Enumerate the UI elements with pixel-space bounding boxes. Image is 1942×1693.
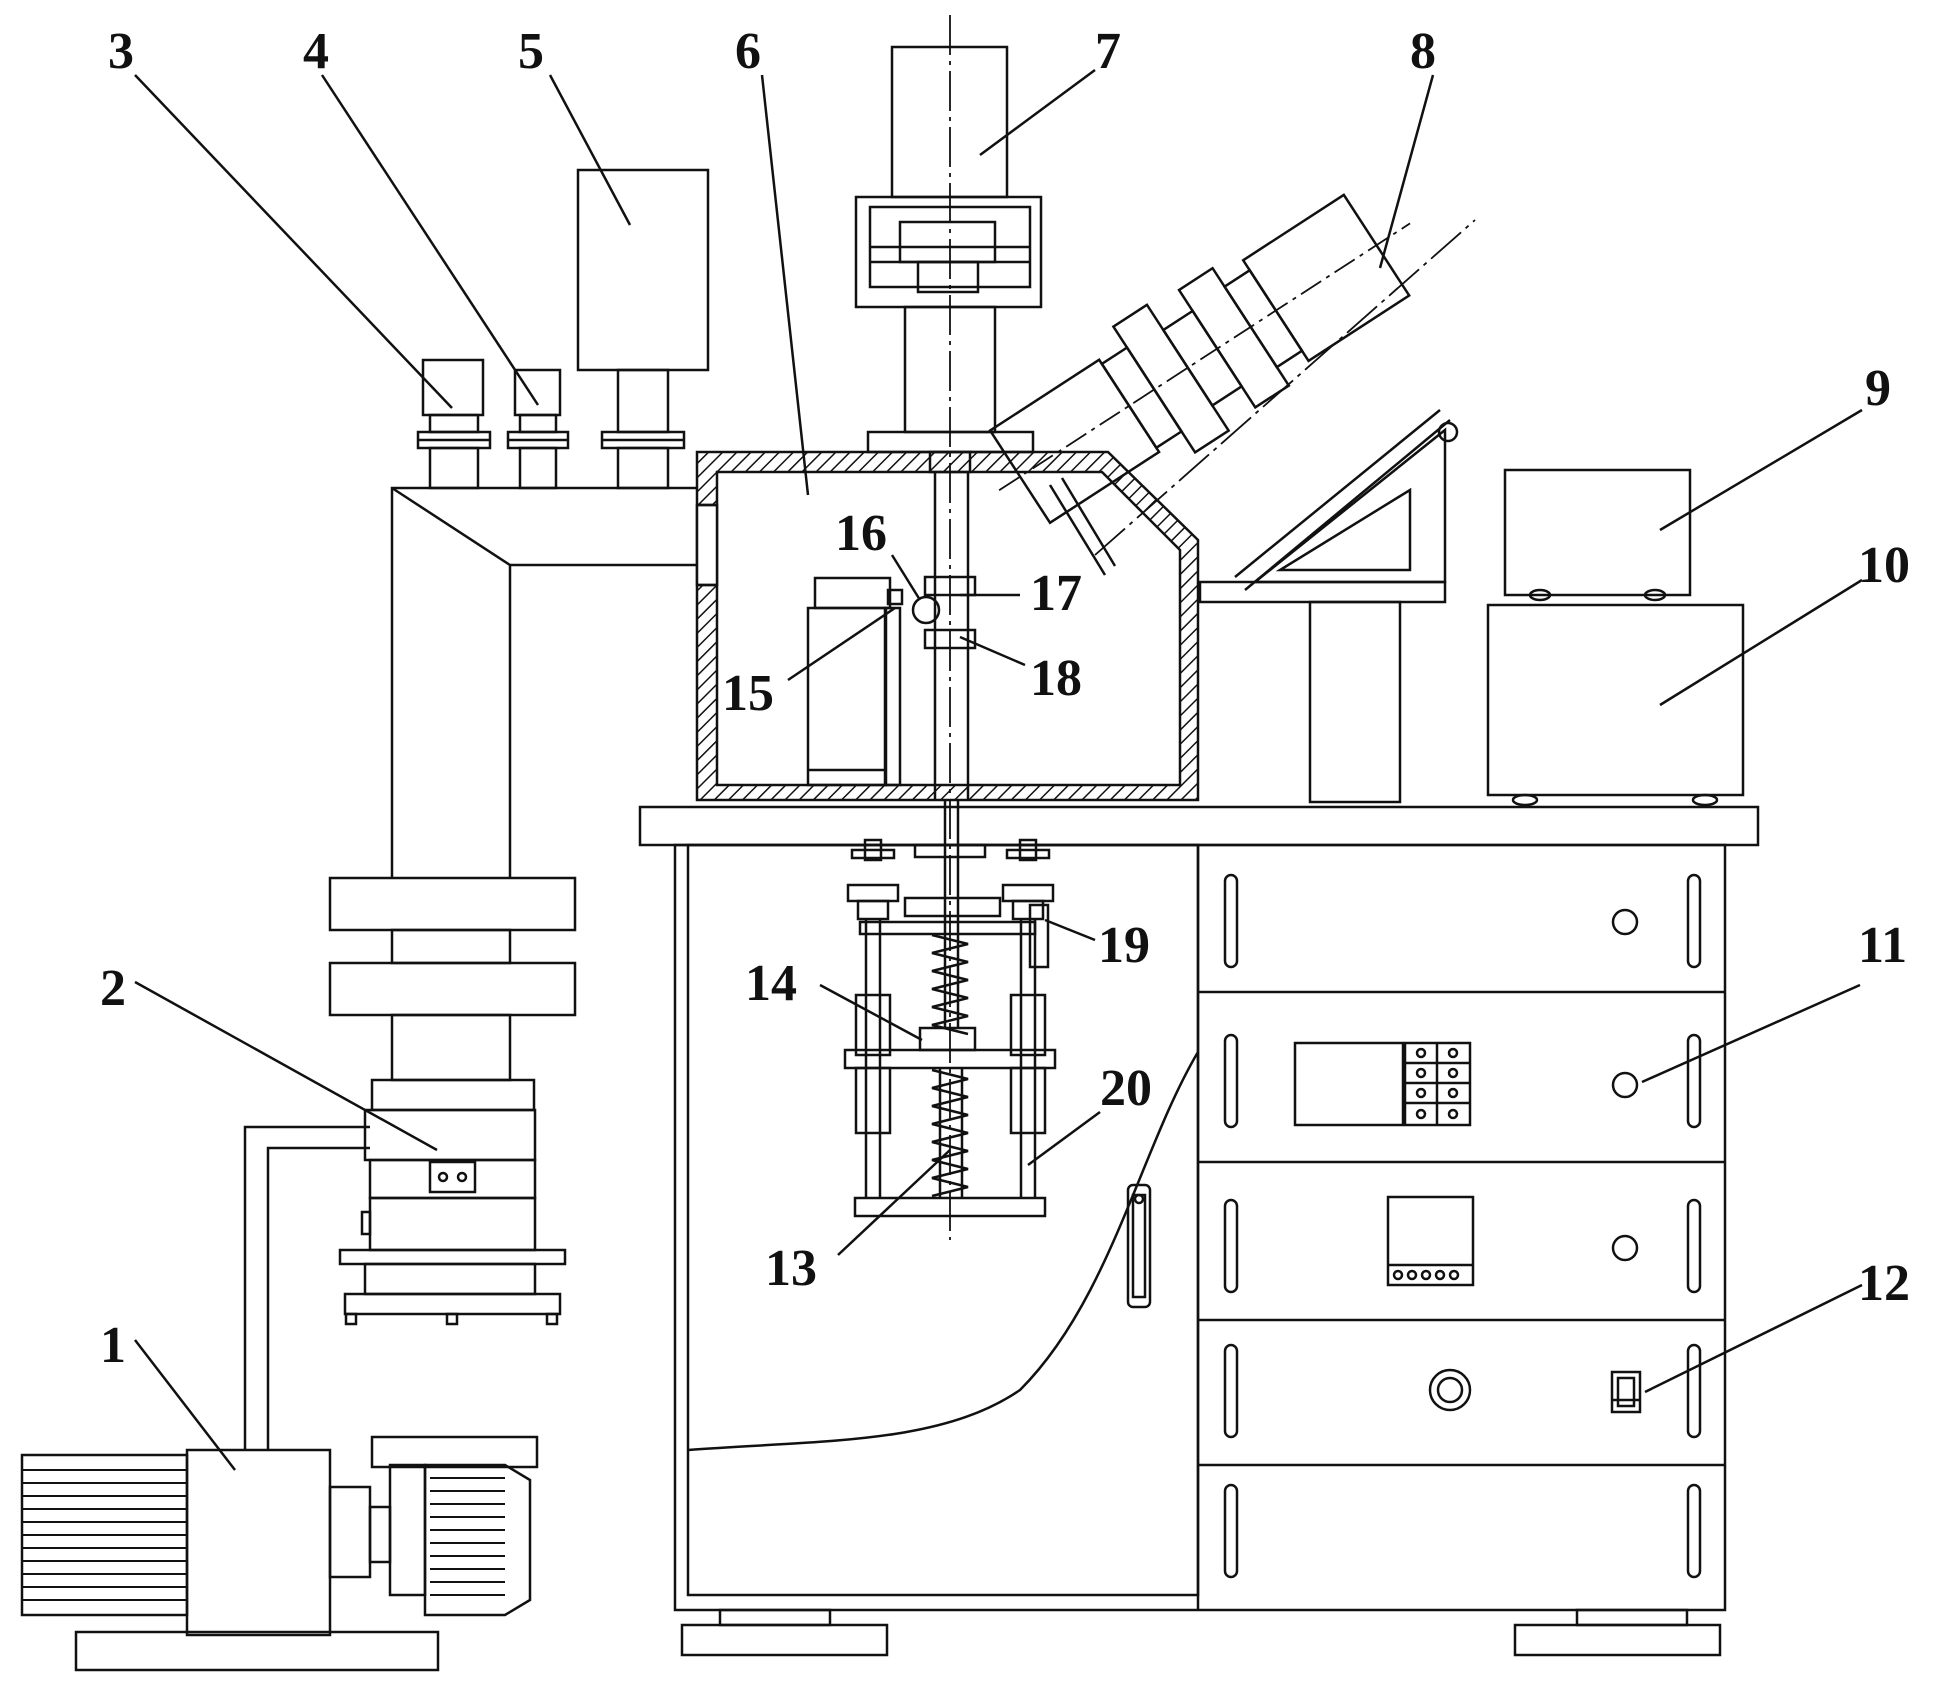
vacuum-manifold xyxy=(390,486,697,878)
label-9: 9 xyxy=(1865,360,1891,417)
label-10: 10 xyxy=(1858,537,1910,594)
label-18: 18 xyxy=(1030,650,1082,707)
label-13: 13 xyxy=(765,1240,817,1297)
label-19: 19 xyxy=(1098,917,1150,974)
label-14: 14 xyxy=(745,955,797,1012)
angled-camera xyxy=(988,193,1411,525)
cabinet xyxy=(673,843,1727,1657)
label-15: 15 xyxy=(722,665,774,722)
label-2: 2 xyxy=(100,960,126,1017)
instrument-box-10 xyxy=(1486,603,1745,807)
label-1: 1 xyxy=(100,1317,126,1374)
vacuum-chamber xyxy=(695,450,1200,802)
sample-holder xyxy=(806,576,941,787)
label-20: 20 xyxy=(1100,1060,1152,1117)
camera-axis xyxy=(1094,219,1476,556)
camera-bracket xyxy=(1048,409,1459,804)
label-5: 5 xyxy=(518,23,544,80)
label-4: 4 xyxy=(303,23,329,80)
gauge-4 xyxy=(506,368,570,490)
valve-stack xyxy=(328,876,577,1326)
label-3: 3 xyxy=(108,23,134,80)
label-17: 17 xyxy=(1030,565,1082,622)
gauge-3 xyxy=(416,358,492,490)
label-8: 8 xyxy=(1410,23,1436,80)
label-16: 16 xyxy=(835,505,887,562)
vacuum-pump xyxy=(20,1125,539,1672)
table-top xyxy=(638,805,1760,847)
label-12: 12 xyxy=(1858,1255,1910,1312)
gauge-5 xyxy=(576,168,710,490)
label-11: 11 xyxy=(1858,917,1907,974)
label-6: 6 xyxy=(735,23,761,80)
label-7: 7 xyxy=(1095,23,1121,80)
instrument-box-9 xyxy=(1503,468,1692,602)
leader-lines xyxy=(134,68,1863,1471)
